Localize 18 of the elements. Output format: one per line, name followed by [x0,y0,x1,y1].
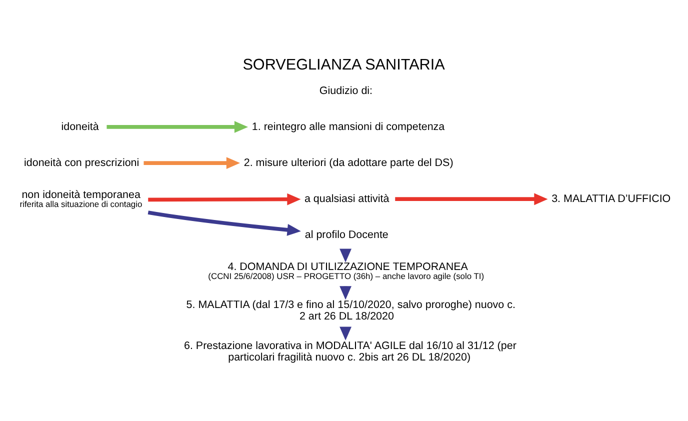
node-text: 6. Prestazione lavorativa in MODALITA' AGILE dal 16/10 al 31/12 (per particolari fragilità nuovo c. 2bis art 26 DL 18/2020) [184,339,516,363]
arrow [148,192,301,205]
node-text: 4. DOMANDA DI UTILIZZAZIONE TEMPORANEA (CCNI 25/6/2008) USR – PROGETTO (36h) – anche lavoro agile (solo TI) [208,260,484,281]
node-text: 2. misure ulteriori (da adottare parte del DS) [244,156,454,168]
node-text: al profilo Docente [304,228,388,241]
node-text: 3. MALATTIA D’UFFICIO [552,192,671,204]
arrow [148,210,301,236]
diagram-title: SORVEGLIANZA SANITARIA [242,56,445,73]
arrow [144,156,240,168]
arrow [106,120,248,132]
label: Giudizio di: [319,84,373,96]
node-text: idoneità con prescrizioni [24,156,140,168]
node-text: 1. reintegro alle mansioni di competenza [252,120,445,132]
node-text: 5. MALATTIA (dal 17/3 e fino al 15/10/2020, salvo proroghe) nuovo c. 2 art 26 DL 18/2020 [186,298,516,322]
node-text: non idoneità temporanea riferita alla situazione di contagio [20,188,142,209]
arrow [395,192,548,205]
node-text: idoneità [61,120,99,132]
node-text: a qualsiasi attività [304,192,390,204]
